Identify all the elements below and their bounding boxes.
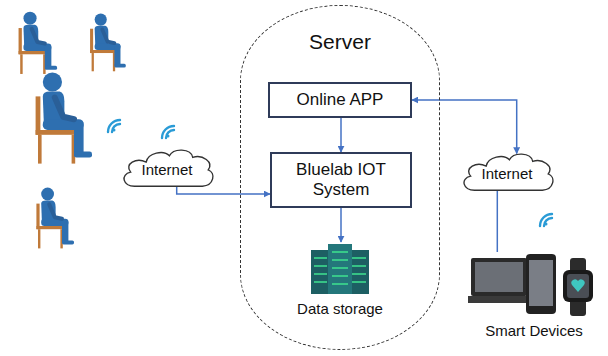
devices-icon (468, 252, 600, 318)
node-label: Smart Devices (485, 322, 583, 339)
wifi-symbol (108, 120, 120, 132)
person-figure (36, 72, 92, 163)
storage-node: Data storage (297, 242, 383, 317)
connector-arrow (177, 187, 270, 195)
wifi-symbol (540, 214, 552, 226)
person-figure (19, 12, 58, 74)
person-figure (90, 14, 126, 72)
connector-arrow (340, 208, 342, 242)
connector-arrow (497, 191, 499, 253)
node-label: Internet (142, 161, 193, 178)
connector-arrow (340, 118, 342, 152)
server-region: ServerOnline APP Bluelab IOT SystemData s… (240, 5, 440, 350)
node-label: Internet (482, 165, 533, 182)
internet-cloud: Internet (459, 152, 556, 191)
region-heading: Server (241, 30, 439, 54)
process-box: Online APP (268, 82, 412, 118)
connector-arrow (412, 100, 517, 154)
node-label: Bluelab IOT System (282, 160, 400, 199)
devices-node: Smart Devices (468, 252, 600, 339)
process-box: Bluelab IOT System (270, 152, 412, 208)
node-label: Data storage (297, 300, 383, 317)
node-label: Online APP (297, 90, 384, 110)
person-figure (36, 188, 74, 249)
internet-cloud: Internet (119, 148, 216, 187)
wifi-symbol (162, 126, 174, 138)
storage-icon (309, 242, 371, 296)
